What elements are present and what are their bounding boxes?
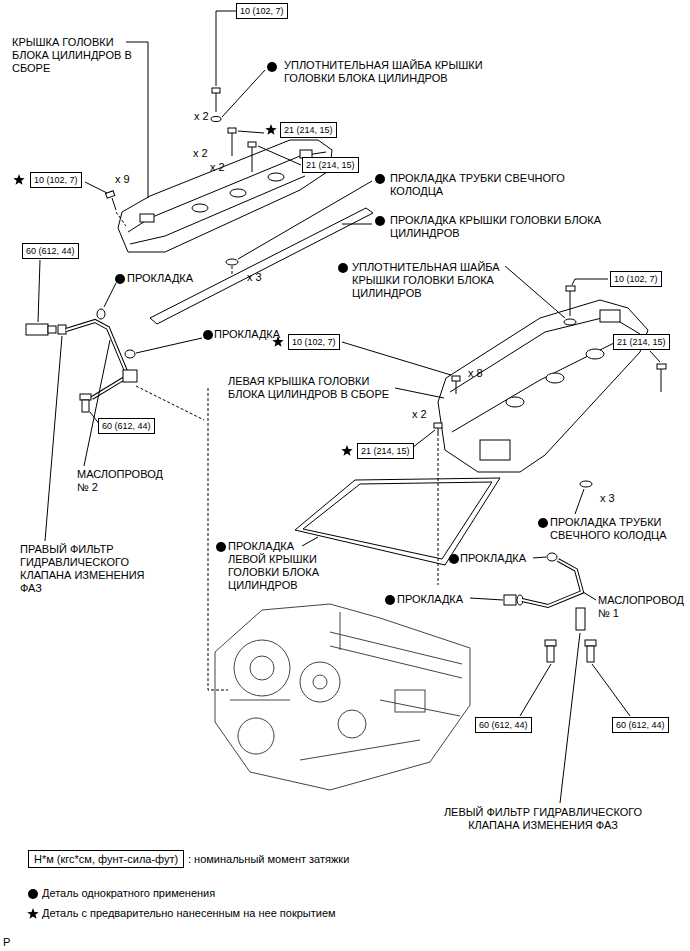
torque-box: 10 (102, 7): [30, 172, 82, 188]
torque-value: 21 (214, 15): [361, 445, 410, 457]
torque-box: 21 (214, 15): [280, 122, 337, 138]
quantity-label: P: [3, 936, 10, 949]
quantity-label: x 3: [600, 492, 615, 505]
torque-box: 10 (102, 7): [610, 271, 662, 287]
part-label: ПРОКЛАДКА: [127, 272, 193, 285]
torque-box: 60 (612, 44): [22, 243, 79, 259]
quantity-label: x 3: [247, 271, 262, 284]
part-label: КРЫШКА ГОЛОВКИ БЛОКА ЦИЛИНДРОВ В СБОРЕ: [12, 36, 132, 75]
part-label: ПРОКЛАДКА ТРУБКИ СВЕЧНОГО КОЛОДЦА: [390, 172, 605, 198]
torque-value: 60 (612, 44): [26, 245, 75, 257]
quantity-label: x 2: [194, 110, 209, 123]
part-label: УПЛОТНИТЕЛЬНАЯ ШАЙБА КРЫШКИ ГОЛОВКИ БЛОК…: [284, 59, 514, 85]
torque-box: 21 (214, 15): [357, 443, 414, 459]
torque-value: 60 (612, 44): [616, 719, 665, 731]
quantity-label: x 2: [193, 147, 208, 160]
quantity-label: x 2: [412, 408, 427, 421]
part-label: ПРОКЛАДКА ТРУБКИ СВЕЧНОГО КОЛОДЦА: [550, 516, 682, 542]
torque-box: 10 (102, 7): [288, 334, 340, 350]
part-label: УПЛОТНИТЕЛЬНАЯ ШАЙБА КРЫШКИ ГОЛОВКИ БЛОК…: [352, 261, 517, 300]
torque-box: 10 (102, 7): [236, 3, 288, 19]
part-label: ПРОКЛАДКА: [214, 328, 280, 341]
torque-box: 21 (214, 15): [302, 157, 359, 173]
torque-box: 60 (612, 44): [612, 717, 669, 733]
legend-text: Деталь однократного применения: [42, 887, 215, 900]
torque-box: 60 (612, 44): [98, 418, 155, 434]
torque-value: 21 (214, 15): [306, 159, 355, 171]
torque-value: 10 (102, 7): [292, 336, 336, 348]
quantity-label: x 2: [210, 161, 225, 174]
part-label: ПРОКЛАДКА: [397, 593, 463, 606]
torque-value: 21 (214, 15): [617, 336, 666, 348]
quantity-label: x 8: [468, 367, 483, 380]
legend-text: : номинальный момент затяжки: [188, 853, 349, 866]
part-label: МАСЛОПРОВОД № 1: [598, 594, 686, 620]
part-label: ЛЕВЫЙ ФИЛЬТР ГИДРАВЛИЧЕСКОГО КЛАПАНА ИЗМ…: [428, 806, 658, 832]
part-label: ПРОКЛАДКА ЛЕВОЙ КРЫШКИ ГОЛОВКИ БЛОКА ЦИЛ…: [228, 540, 333, 592]
torque-value: 10 (102, 7): [34, 174, 78, 186]
torque-box: 60 (612, 44): [475, 717, 532, 733]
part-label: ПРАВЫЙ ФИЛЬТР ГИДРАВЛИЧЕСКОГО КЛАПАНА ИЗ…: [20, 543, 155, 595]
legend-unit-box: Н*м (кгс*см, фунт-сила-фут): [28, 850, 184, 868]
quantity-label: x 9: [115, 173, 130, 186]
part-label: ПРОКЛАДКА КРЫШКИ ГОЛОВКИ БЛОКА ЦИЛИНДРОВ: [390, 214, 605, 240]
legend-text: Деталь с предварительно нанесенным на не…: [42, 907, 336, 920]
torque-box: 21 (214, 15): [613, 334, 670, 350]
torque-value: Н*м (кгс*см, фунт-сила-фут): [34, 852, 178, 866]
torque-value: 60 (612, 44): [102, 420, 151, 432]
torque-value: 10 (102, 7): [240, 5, 284, 17]
torque-value: 21 (214, 15): [284, 124, 333, 136]
torque-value: 10 (102, 7): [614, 273, 658, 285]
part-label: МАСЛОПРОВОД № 2: [77, 468, 177, 494]
part-label: ПРОКЛАДКА: [460, 552, 526, 565]
torque-value: 60 (612, 44): [479, 719, 528, 731]
part-label: ЛЕВАЯ КРЫШКА ГОЛОВКИ БЛОКА ЦИЛИНДРОВ В С…: [228, 375, 393, 401]
